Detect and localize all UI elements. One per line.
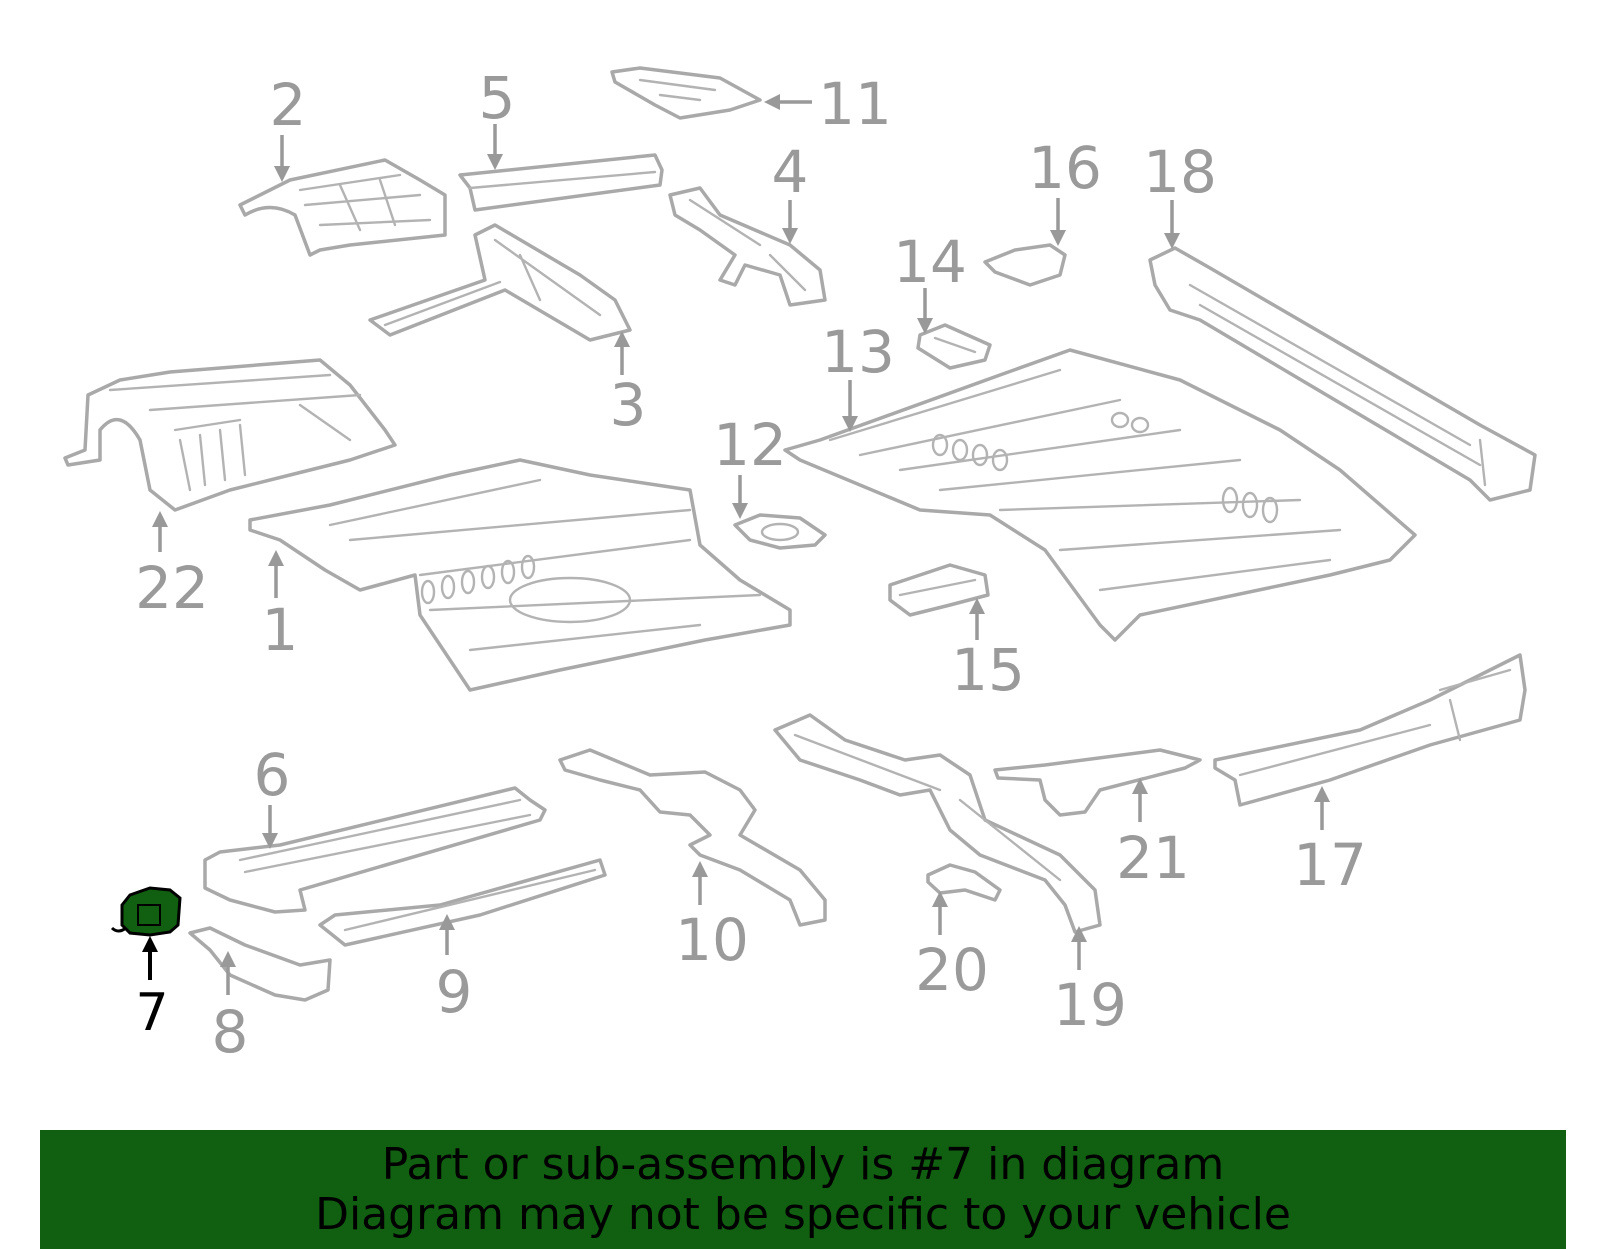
part-7-highlighted [110, 886, 182, 937]
callout-20: 20 [915, 936, 989, 1004]
callout-labels: 2 5 11 4 3 16 18 14 13 12 15 22 1 6 9 8 … [135, 64, 1367, 1066]
part-22-drawing [63, 358, 397, 512]
part-18-drawing [1148, 246, 1537, 502]
part-21-drawing [993, 748, 1202, 817]
part-10-drawing [558, 748, 827, 927]
callout-11: 11 [818, 70, 892, 138]
part-8-drawing [188, 926, 332, 1002]
callout-6: 6 [254, 741, 291, 809]
callout-21: 21 [1116, 824, 1190, 892]
callout-8: 8 [212, 998, 249, 1066]
parts-diagram: 2 5 11 4 3 16 18 14 13 12 15 22 1 6 9 8 … [63, 64, 1537, 1066]
banner-line-part: Part or sub-assembly is #7 in diagram [381, 1139, 1225, 1190]
part-6-drawing [203, 786, 547, 914]
part-2-drawing [238, 158, 447, 257]
part-16-drawing [983, 243, 1067, 287]
info-banner: Part or sub-assembly is #7 in diagram Di… [40, 1130, 1566, 1249]
callout-14: 14 [893, 228, 967, 296]
callout-16: 16 [1028, 134, 1102, 202]
part-3-drawing [368, 223, 632, 342]
callout-22: 22 [135, 554, 209, 622]
callout-9: 9 [436, 958, 473, 1026]
part-13-drawing [783, 348, 1417, 642]
part-19-drawing [773, 713, 1102, 934]
callout-10: 10 [675, 906, 749, 974]
callout-17: 17 [1293, 831, 1367, 899]
part-17-drawing [1213, 653, 1527, 807]
callout-2: 2 [270, 71, 307, 139]
part-14-drawing [916, 323, 992, 370]
banner-line-disclaimer: Diagram may not be specific to your vehi… [315, 1189, 1291, 1240]
callout-7-highlighted: 7 [135, 983, 168, 1043]
leader-arrows [142, 94, 1330, 995]
callout-4: 4 [772, 138, 809, 206]
callout-12: 12 [713, 411, 787, 479]
callout-5: 5 [479, 64, 516, 132]
callout-18: 18 [1143, 138, 1217, 206]
callout-19: 19 [1053, 971, 1127, 1039]
part-1-drawing [248, 458, 792, 692]
callout-1: 1 [262, 596, 299, 664]
part-5-drawing [458, 153, 664, 212]
part-15-drawing [888, 563, 990, 617]
callout-13: 13 [821, 318, 895, 386]
part-11-drawing [610, 66, 762, 120]
part-20-drawing [926, 863, 1002, 902]
part-12-drawing [733, 513, 827, 550]
part-4-drawing [668, 186, 827, 307]
part-9-drawing [318, 858, 607, 947]
callout-15: 15 [951, 636, 1025, 704]
callout-3: 3 [610, 371, 647, 439]
